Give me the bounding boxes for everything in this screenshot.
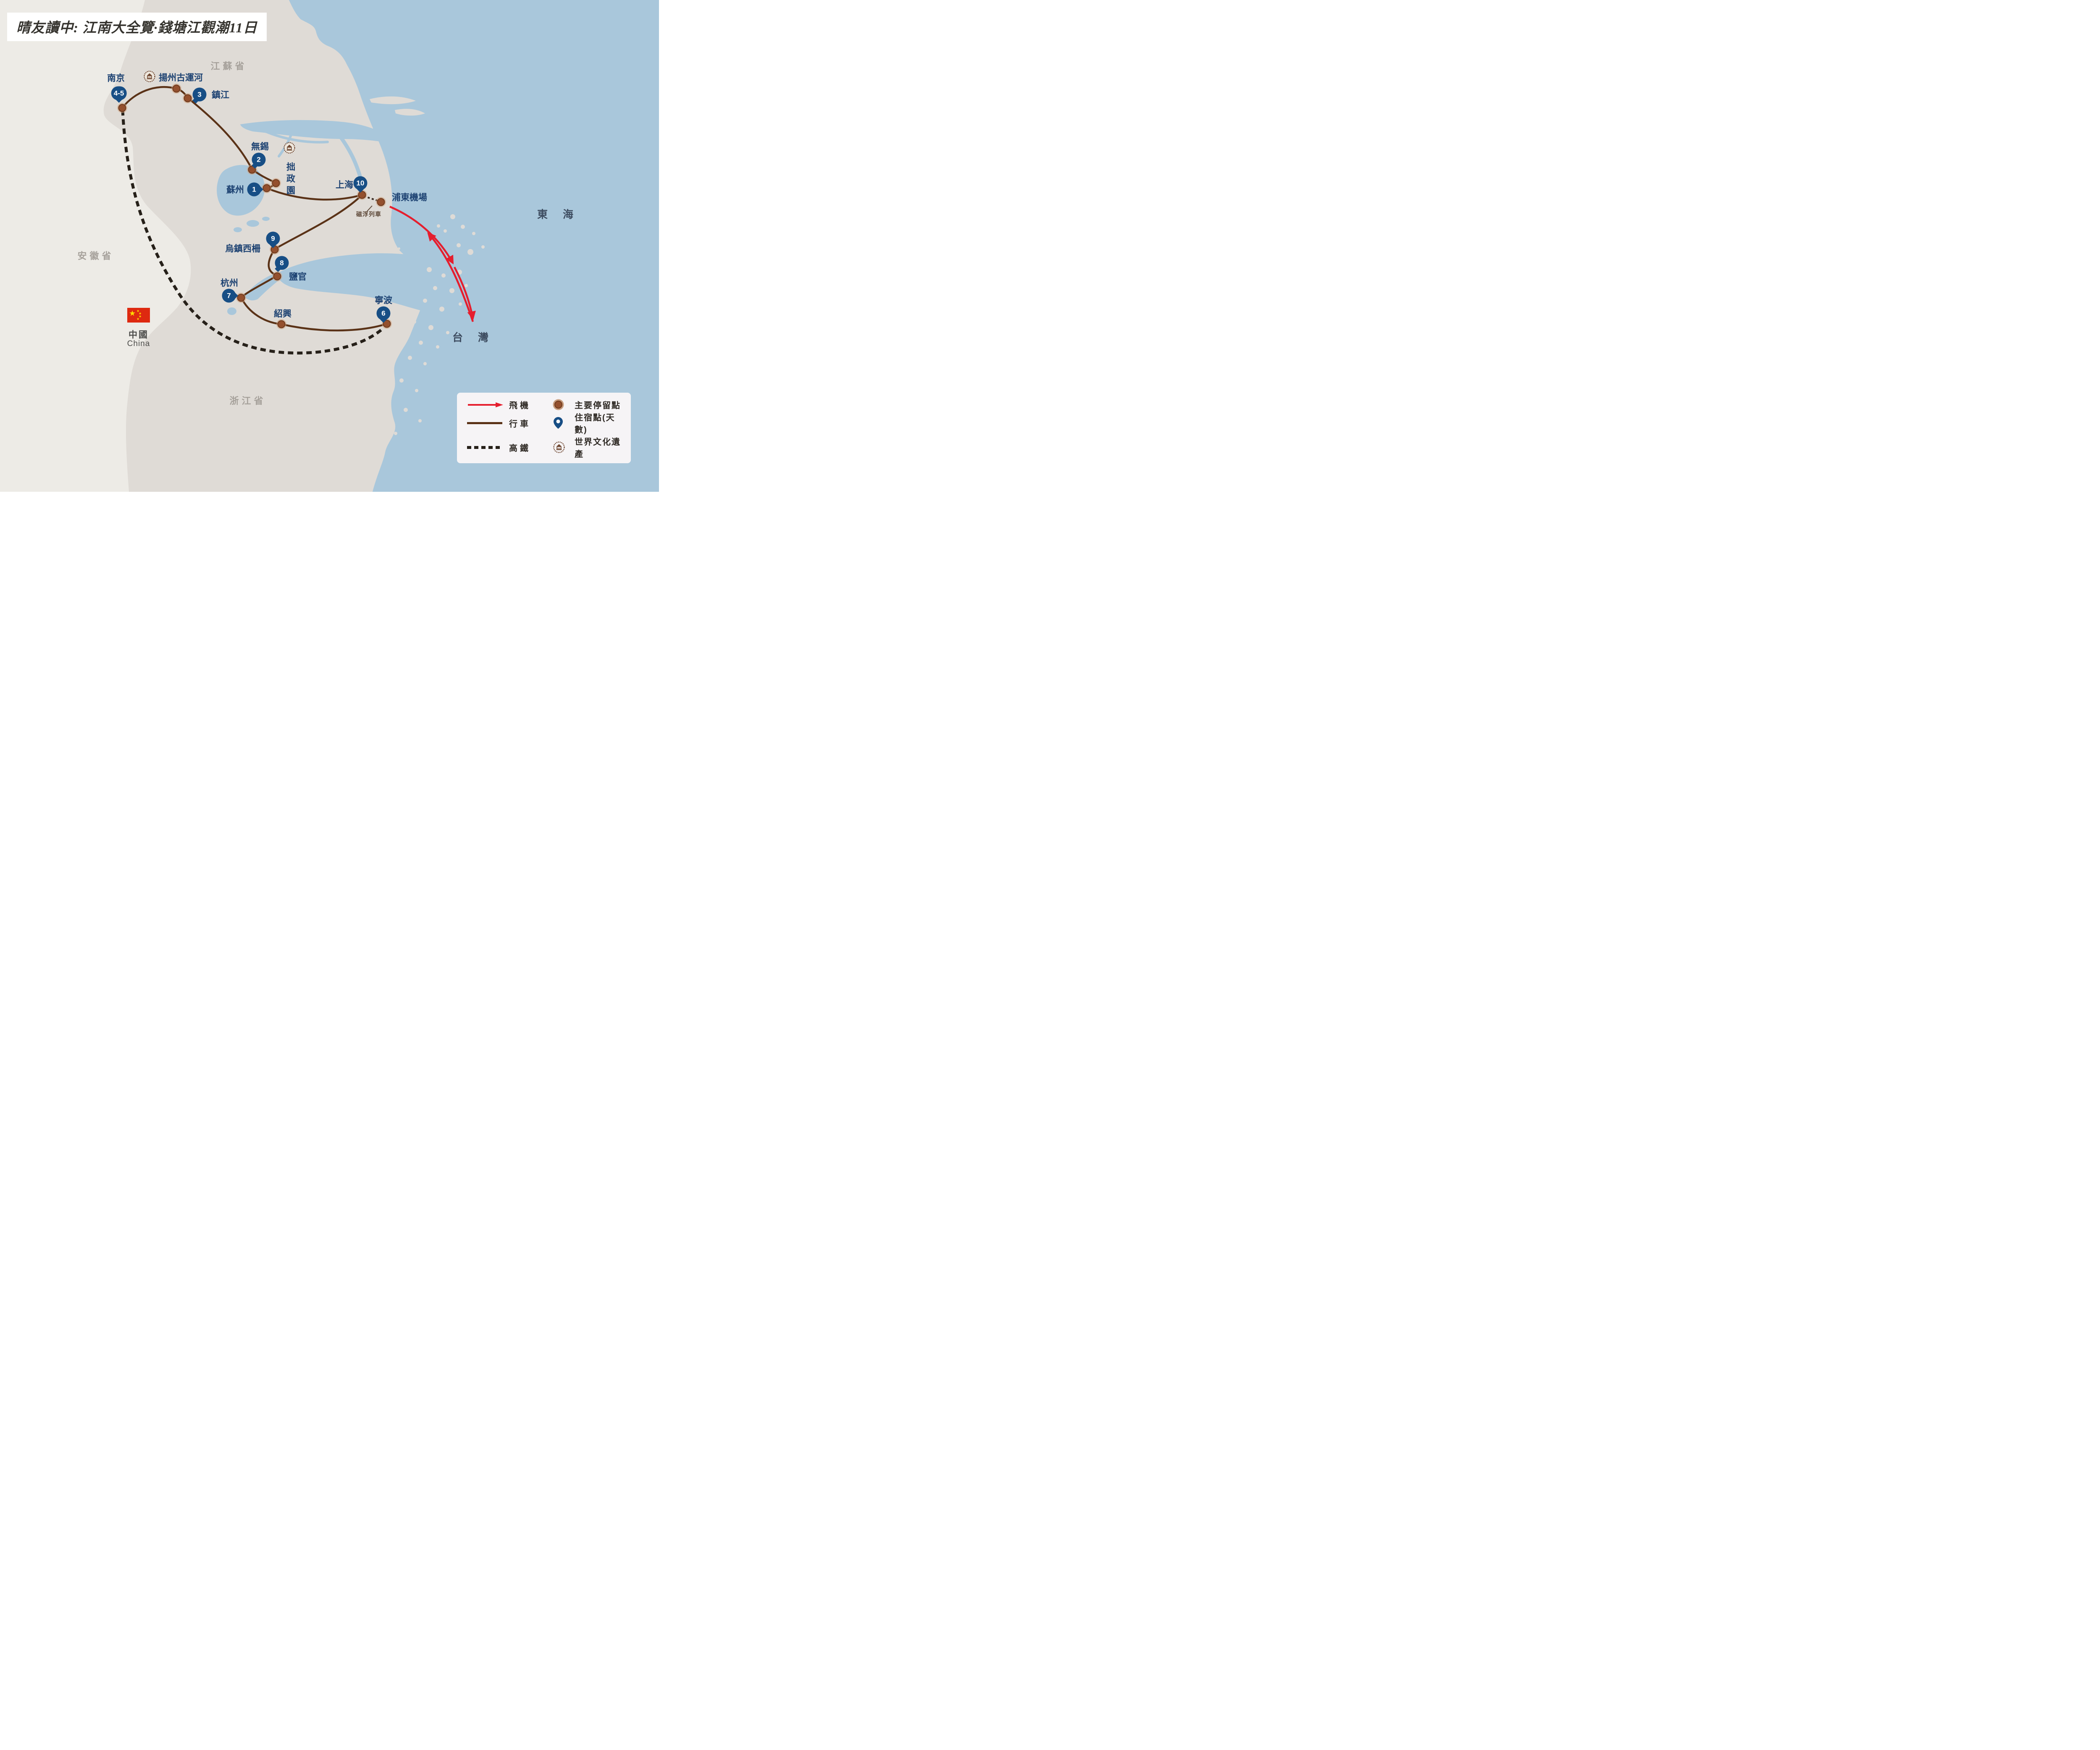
legend-flight-label: 飛機 <box>509 401 531 410</box>
stay-pin-zhenjiang: 3 <box>192 87 207 102</box>
land-anhui <box>0 0 191 492</box>
city-label-zhuozhengyuan: 拙政園 <box>285 162 295 197</box>
city-label-wuzhen: 烏鎮西柵 <box>225 244 260 254</box>
city-label-wuxi: 無錫 <box>251 142 269 152</box>
legend-rail-label: 高鐵 <box>509 443 531 453</box>
map-base <box>0 0 659 492</box>
legend: 飛機 主要停留點 行車 住宿點(天數) 高鐵 <box>457 393 631 463</box>
sea-label-taiwan: 台灣 <box>452 332 504 344</box>
china-flag: ★ ★ ★ ★ ★ <box>127 308 150 325</box>
stop-dot-zhenjiang <box>184 94 192 102</box>
tour-map: 晴友讀中: 江南大全覽·錢塘江觀潮11日 江蘇省 安徽省 浙江省 東海 台灣 ★… <box>0 0 659 492</box>
route-rail <box>121 110 384 355</box>
map-title: 晴友讀中: 江南大全覽·錢塘江觀潮11日 <box>16 21 257 36</box>
legend-row-1: 飛機 主要停留點 <box>467 399 621 411</box>
stop-dot-shaoxing <box>277 320 286 328</box>
city-label-pudong-airport: 浦東機場 <box>392 193 427 202</box>
svg-text:★: ★ <box>129 309 136 317</box>
heritage-icon <box>553 441 575 454</box>
stop-dot-yanguan <box>273 272 281 281</box>
city-label-suzhou: 蘇州 <box>226 185 244 195</box>
stay-pin-nanjing: 4-5 <box>111 86 127 100</box>
svg-text:★: ★ <box>139 312 142 315</box>
route-maglev <box>363 195 380 212</box>
province-label-anhui: 安徽省 <box>77 251 114 261</box>
stop-dot-suzhou <box>262 184 271 192</box>
city-label-zhenjiang: 鎮江 <box>212 90 229 100</box>
stop-dot-zhuozhengyuan <box>272 179 280 187</box>
svg-text:★: ★ <box>139 315 142 318</box>
city-label-shanghai: 上海 <box>336 180 353 190</box>
islands <box>370 96 485 435</box>
svg-text:★: ★ <box>136 309 139 313</box>
city-label-hangzhou: 杭州 <box>220 278 238 288</box>
map-title-box: 晴友讀中: 江南大全覽·錢塘江觀潮11日 <box>7 13 267 41</box>
drive-line-icon <box>467 422 509 424</box>
stay-pin-shanghai: 10 <box>353 176 368 190</box>
stay-pin-wuzhen: 9 <box>266 231 280 246</box>
province-label-zhejiang: 浙江省 <box>229 396 266 406</box>
legend-heritage-label: 世界文化遺產 <box>575 438 621 459</box>
city-label-ningbo: 寧波 <box>375 296 392 305</box>
sea-label-east-china-sea: 東海 <box>537 209 589 220</box>
stay-pin-wuxi: 2 <box>252 152 266 167</box>
stay-pin-suzhou: 1 <box>247 182 261 197</box>
city-label-yanguan: 鹽官 <box>289 272 307 282</box>
stop-dot-icon <box>553 401 575 409</box>
city-label-nanjing: 南京 <box>107 73 125 83</box>
legend-drive-label: 行車 <box>509 419 531 429</box>
stop-dot-shanghai <box>358 191 366 199</box>
stay-pin-ningbo: 6 <box>376 306 391 320</box>
stop-dot-ningbo <box>383 320 391 328</box>
stop-dot-pudong-airport <box>377 198 385 206</box>
rail-line-icon <box>467 446 509 449</box>
maglev-label: 磁浮列車 <box>356 211 381 218</box>
province-label-jiangsu: 江蘇省 <box>210 61 247 71</box>
legend-stop-label: 主要停留點 <box>575 401 621 410</box>
stop-dot-nanjing <box>118 104 126 112</box>
city-label-shaoxing: 紹興 <box>274 309 291 319</box>
country-label-cn: 中國 <box>129 330 149 340</box>
country-label-en: China <box>127 339 150 348</box>
stay-pin-icon <box>553 417 575 429</box>
legend-stay-label: 住宿點(天數) <box>575 413 615 435</box>
stop-dot-hangzhou <box>237 294 245 302</box>
stop-dot-yangzhou <box>172 84 181 93</box>
legend-row-2: 行車 住宿點(天數) <box>467 411 621 435</box>
svg-text:★: ★ <box>136 317 139 321</box>
heritage-icon-zhuozhengyuan <box>283 142 296 154</box>
city-label-yangzhou: 揚州古運河 <box>159 73 203 83</box>
route-flight <box>389 205 476 322</box>
heritage-icon-yangzhou <box>143 70 156 83</box>
legend-row-3: 高鐵 世界文化遺產 <box>467 435 621 459</box>
flight-icon <box>467 401 509 408</box>
stay-pin-yanguan: 8 <box>275 256 289 270</box>
stay-pin-hangzhou: 7 <box>222 289 236 303</box>
